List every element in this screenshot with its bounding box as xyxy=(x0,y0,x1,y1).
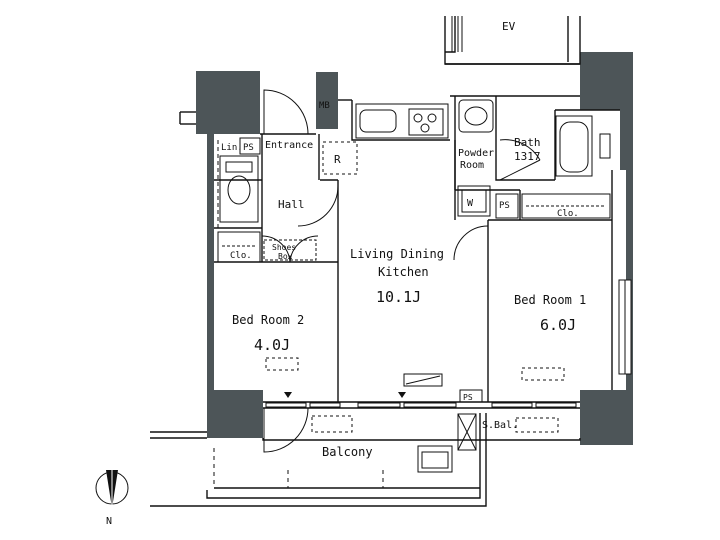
lin-label: Lin. xyxy=(221,143,243,153)
compass-n-label: N xyxy=(106,516,112,527)
bedroom1-label: Bed Room 1 xyxy=(514,293,586,307)
balcony-dashes xyxy=(213,448,384,488)
windows-bottom xyxy=(265,402,577,408)
shoes-box-label-1: Shoes xyxy=(272,243,296,252)
column-top-right xyxy=(580,52,633,110)
powder-room-label-2: Room xyxy=(460,160,484,171)
wall-lines xyxy=(150,16,620,507)
clo-label-bath: Clo. xyxy=(557,209,579,219)
kitchen-sink xyxy=(359,109,397,133)
ps-label-3: PS xyxy=(463,393,473,402)
compass-icon xyxy=(95,470,129,508)
mb-label: MB xyxy=(319,101,330,111)
structural-columns xyxy=(196,52,633,445)
ps-boxes xyxy=(239,137,519,403)
ps-label-2: PS xyxy=(499,201,510,211)
shoes-box-label-2: Box xyxy=(278,252,293,261)
clo-label-left: Clo. xyxy=(230,251,252,261)
column-mb xyxy=(316,72,338,129)
bedroom2-size: 4.0J xyxy=(254,336,290,354)
outdoor-unit xyxy=(417,445,453,473)
closets xyxy=(217,193,611,263)
ldk-door xyxy=(297,185,339,227)
ldk-label-1: Living Dining xyxy=(350,247,444,261)
ev-label: EV xyxy=(502,20,516,33)
doors xyxy=(261,89,489,453)
powder-room-label-1: Powder xyxy=(458,148,494,159)
powder-room-fixtures xyxy=(457,99,494,217)
entrance-door xyxy=(263,89,309,135)
column-bottom-right xyxy=(580,390,633,445)
column-top-left xyxy=(196,71,260,134)
ldk-label-2: Kitchen xyxy=(378,265,429,279)
bath-label-1: Bath xyxy=(514,136,541,149)
ps-label-1: PS xyxy=(243,143,254,153)
hall-label: Hall xyxy=(278,198,305,211)
washbasin xyxy=(458,99,494,133)
bedroom1-size: 6.0J xyxy=(540,316,576,334)
ldk-size: 10.1J xyxy=(376,288,421,306)
balcony-label: Balcony xyxy=(322,445,373,459)
s-bal-label: S.Bal. xyxy=(482,420,518,431)
bath-label-2: 1317 xyxy=(514,150,541,163)
bedroom1-door xyxy=(453,225,489,261)
labels: EV MB Lin. PS Entrance R Hall Shoes Box … xyxy=(106,20,586,527)
ev-shaft-lines xyxy=(451,16,463,52)
balcony-door xyxy=(263,407,309,453)
fridge-space xyxy=(322,141,358,175)
w-label: W xyxy=(467,198,474,209)
bedroom2-door xyxy=(261,235,291,263)
entrance-label: Entrance xyxy=(265,140,313,151)
s-bal-hatch xyxy=(457,413,477,451)
ldk-panel xyxy=(403,373,443,387)
column-bottom-left xyxy=(207,390,263,438)
window-right xyxy=(618,279,632,375)
wall-left-strip xyxy=(207,134,214,390)
r-label: R xyxy=(334,153,341,166)
bedroom2-label: Bed Room 2 xyxy=(232,313,304,327)
cooktop xyxy=(408,108,444,136)
arrow-markers xyxy=(284,392,406,398)
kitchen-counter xyxy=(355,103,449,139)
washer-space xyxy=(457,185,491,217)
wall-right-upper xyxy=(620,110,633,170)
bathtub xyxy=(555,115,611,177)
toilet xyxy=(217,140,259,228)
dashed-markers xyxy=(265,357,565,433)
bath-door xyxy=(499,139,541,181)
